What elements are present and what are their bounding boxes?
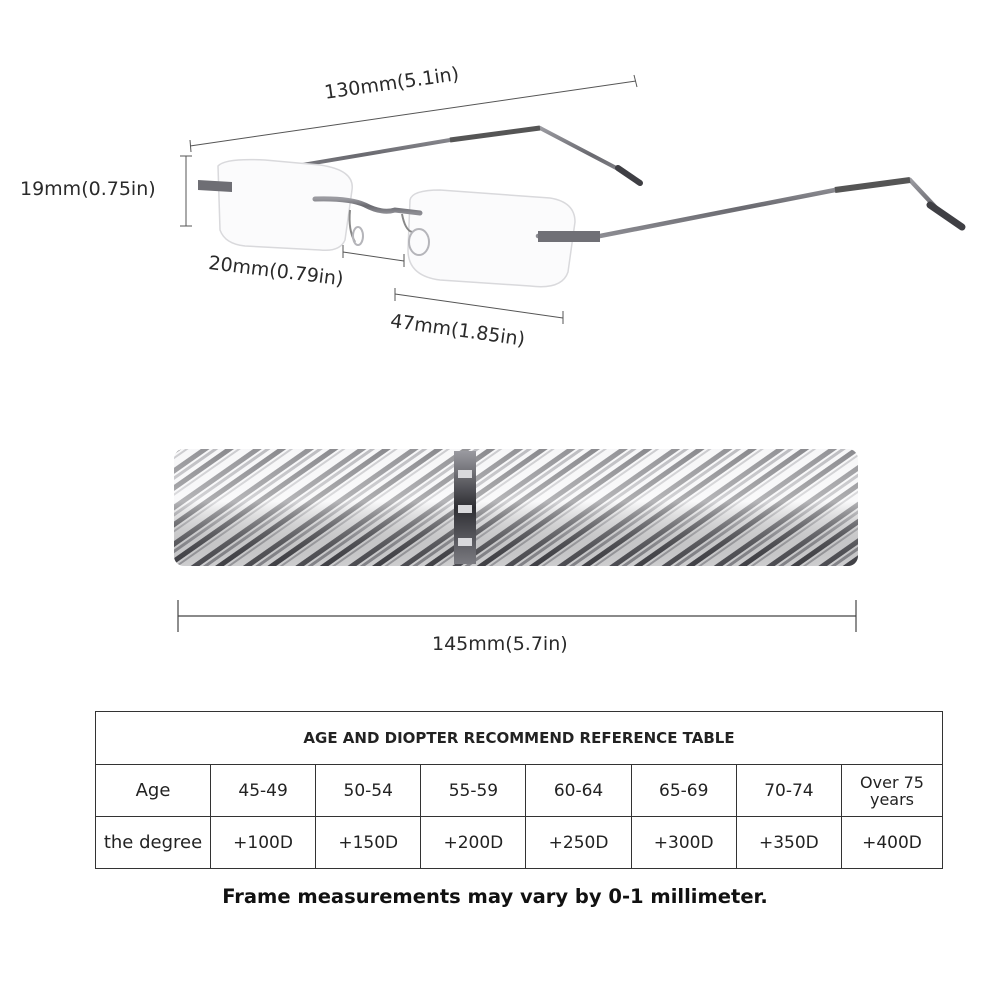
glasses-case-illustration	[174, 449, 858, 632]
glasses-illustration	[180, 74, 966, 324]
far-temple-arm	[223, 125, 643, 186]
left-lens	[217, 158, 353, 252]
degree-cell: +400D	[841, 816, 943, 869]
measurement-note: Frame measurements may vary by 0-1 milli…	[222, 885, 768, 908]
degree-label: the degree	[95, 816, 211, 869]
case-length-label: 145mm(5.7in)	[432, 633, 568, 655]
lens-height-label: 19mm(0.75in)	[20, 178, 156, 200]
degree-cell: +100D	[209, 816, 317, 869]
degree-cell: +200D	[420, 816, 527, 869]
near-temple-arm	[535, 177, 966, 242]
degree-cell: +350D	[735, 816, 843, 869]
table-title: AGE AND DIOPTER RECOMMEND REFERENCE TABL…	[95, 711, 943, 765]
age-cell: 50-54	[315, 764, 422, 817]
age-cell: 65-69	[630, 764, 737, 817]
age-cell: Over 75 years	[841, 764, 943, 817]
age-cell: 55-59	[420, 764, 527, 817]
age-label: Age	[95, 764, 211, 817]
degree-cell: +250D	[525, 816, 632, 869]
age-cell: 45-49	[209, 764, 317, 817]
age-cell: 60-64	[525, 764, 632, 817]
degree-cell: +150D	[315, 816, 422, 869]
nose-bridge	[312, 196, 423, 216]
age-row: Age 45-49 50-54 55-59 60-64 65-69 70-74 …	[95, 764, 943, 817]
age-cell: 70-74	[735, 764, 843, 817]
degree-cell: +300D	[630, 816, 737, 869]
degree-row: the degree +100D +150D +200D +250D +300D…	[95, 816, 943, 869]
right-lens	[407, 189, 576, 288]
age-diopter-table: AGE AND DIOPTER RECOMMEND REFERENCE TABL…	[95, 711, 943, 869]
